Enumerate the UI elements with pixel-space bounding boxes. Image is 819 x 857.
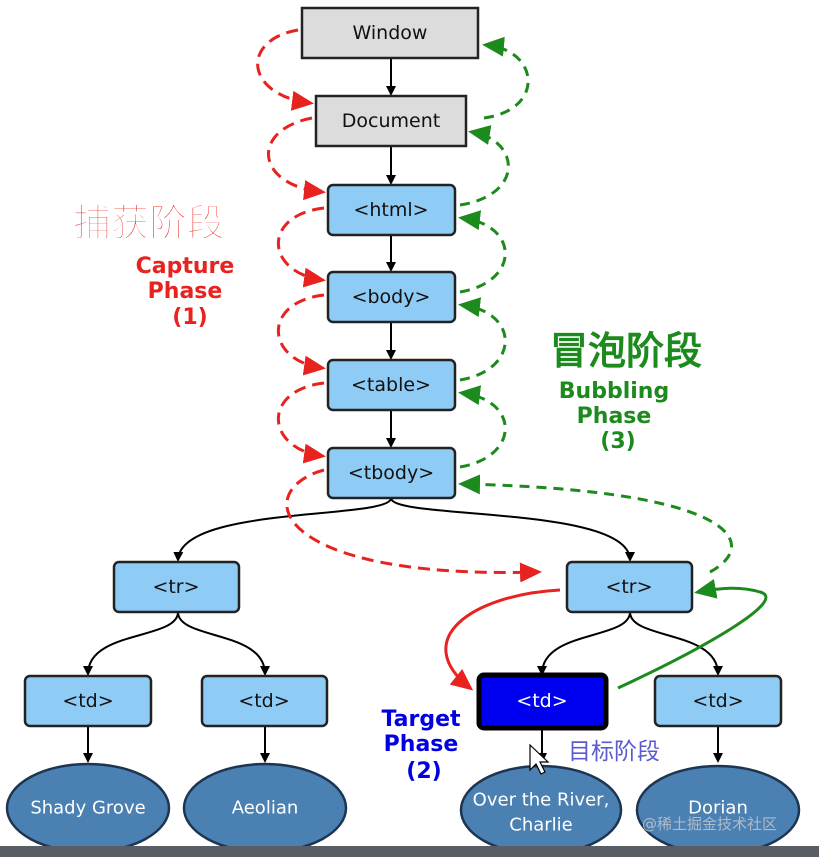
target-label: Phase xyxy=(384,732,459,757)
bubbling-label: Bubbling xyxy=(559,379,669,404)
capture-phase-cn-label: 捕获阶段 xyxy=(73,201,225,245)
bubbling-phase-cn-label: 冒泡阶段 xyxy=(550,329,702,373)
node-label: <td> xyxy=(238,690,289,712)
node-label: <table> xyxy=(351,374,431,396)
capture-arrows xyxy=(256,28,561,691)
leaf-over-the-river: Over the River, Charlie xyxy=(459,764,623,856)
target-label: Target xyxy=(381,707,461,732)
mouse-cursor-icon xyxy=(529,743,550,775)
bubbling-label: (3) xyxy=(600,429,635,454)
leaf-dorian: Dorian xyxy=(635,764,801,856)
node-label: <tr> xyxy=(152,576,199,598)
leaf-label: Charlie xyxy=(509,815,572,836)
node-label: <td> xyxy=(62,690,113,712)
leaf-aeolian: Aeolian xyxy=(182,762,348,854)
node-td-2: <td> xyxy=(200,674,329,728)
capture-label: (1) xyxy=(172,305,207,330)
node-tr-left: <tr> xyxy=(112,560,241,614)
node-label: <body> xyxy=(352,286,431,308)
leaf-label: Aeolian xyxy=(232,798,299,819)
node-label: <html> xyxy=(353,199,428,221)
node-td-4: <td> xyxy=(653,674,783,728)
target-phase-cn-label: 目标阶段 xyxy=(568,739,660,765)
node-label: <tbody> xyxy=(348,462,434,484)
leaf-label: Shady Grove xyxy=(30,798,145,819)
leaf-label: Over the River, xyxy=(473,790,610,811)
capture-label: Phase xyxy=(148,279,223,304)
node-label: Window xyxy=(353,22,428,44)
node-label: Document xyxy=(342,110,440,132)
bottom-bar xyxy=(0,846,819,857)
node-tr-right: <tr> xyxy=(565,560,694,614)
node-table: <table> xyxy=(326,358,457,412)
capture-label: Capture xyxy=(136,254,235,279)
bubbling-arrows xyxy=(458,36,768,690)
node-label: <tr> xyxy=(605,576,652,598)
leaf-label: Dorian xyxy=(688,798,748,819)
node-td-target: <td> xyxy=(476,672,609,731)
leaf-shady-grove: Shady Grove xyxy=(5,762,171,854)
target-label: (2) xyxy=(406,759,441,784)
watermark: @稀土掘金技术社区 xyxy=(642,815,777,833)
node-window: Window xyxy=(300,6,480,60)
node-document: Document xyxy=(314,94,468,148)
node-tbody: <tbody> xyxy=(326,446,457,500)
node-label: <td> xyxy=(516,690,567,712)
node-label: <td> xyxy=(692,690,743,712)
node-td-1: <td> xyxy=(23,674,153,728)
bubbling-label: Phase xyxy=(577,404,652,429)
node-body: <body> xyxy=(326,270,457,324)
node-html: <html> xyxy=(326,183,457,237)
